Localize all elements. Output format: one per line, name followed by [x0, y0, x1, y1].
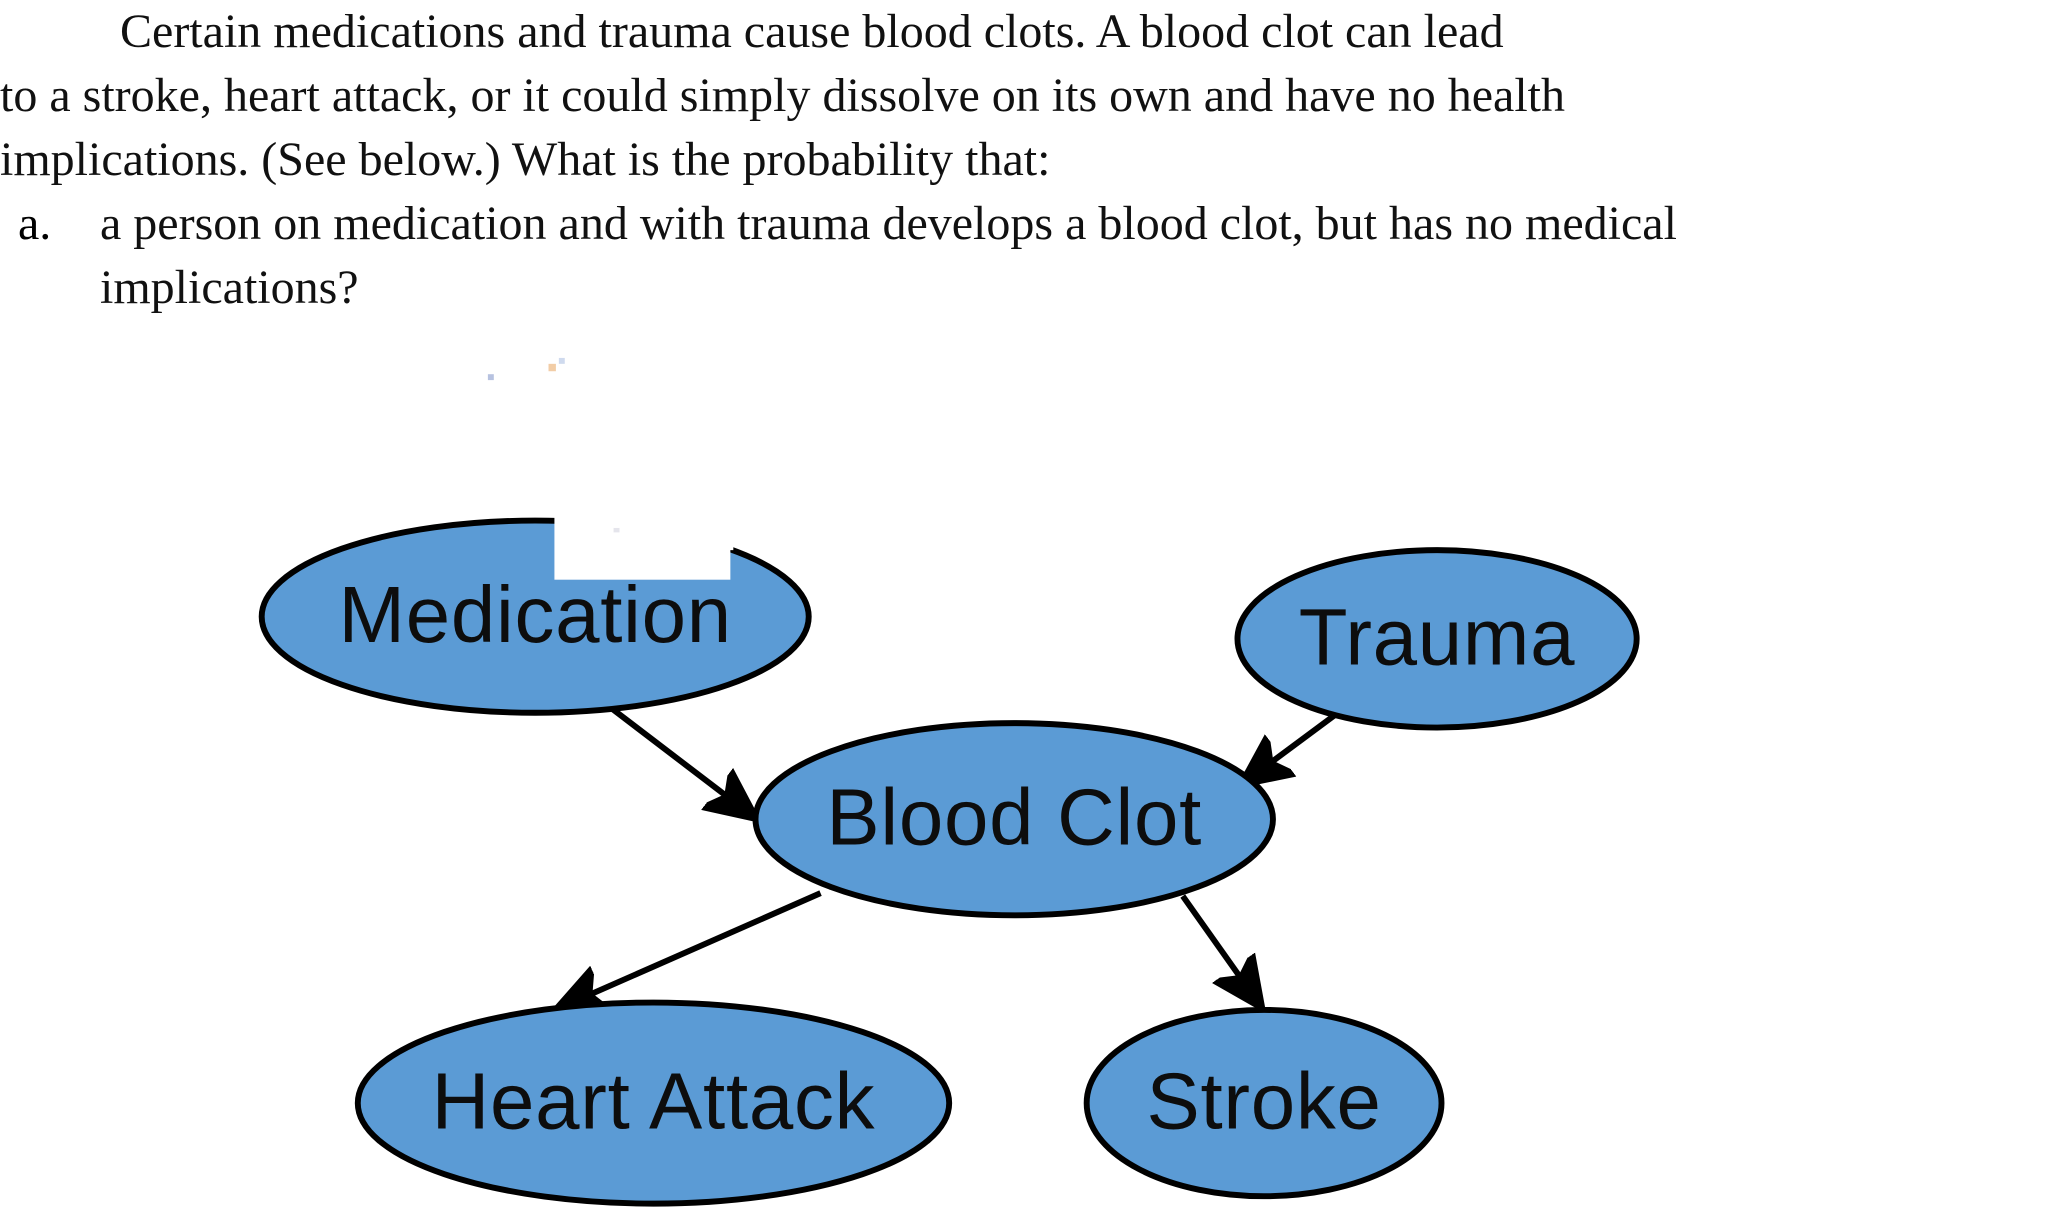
speck-3 [558, 357, 565, 364]
compression-specks [487, 357, 620, 533]
trauma-label: Trauma [1299, 592, 1576, 681]
blood-clot-label: Blood Clot [826, 773, 1202, 862]
heart-attack-ellipse[interactable] [354, 999, 953, 1207]
node-stroke[interactable]: Stroke [1083, 1006, 1445, 1200]
stroke-ellipse[interactable] [1083, 1006, 1445, 1200]
stroke-label: Stroke [1147, 1057, 1382, 1146]
list-item-line-1: a person on medication and with trauma d… [100, 197, 1677, 250]
white-rectangle-overlay-step [665, 511, 734, 551]
question-line-2: to a stroke, heart attack, or it could s… [0, 69, 1565, 122]
trauma-ellipse[interactable] [1234, 547, 1640, 731]
paragraph-indent [0, 5, 120, 58]
diagram-nodes: Medication Trauma Blood Clot Heart Attac… [258, 517, 1640, 1207]
question-line-1: Certain medications and trauma cause blo… [0, 0, 1960, 64]
speck-2 [548, 363, 556, 372]
node-trauma[interactable]: Trauma [1234, 547, 1640, 731]
edge-trauma-to-blood-clot [1246, 710, 1340, 781]
list-item-body: a person on medication and with trauma d… [0, 192, 1960, 320]
node-blood-clot[interactable]: Blood Clot [752, 720, 1276, 919]
list-item-marker: a. [18, 197, 52, 250]
speck-1 [487, 374, 494, 381]
medication-notch-artifact [554, 511, 734, 580]
list-item: a. a person on medication and with traum… [0, 192, 1960, 320]
diagram-canvas: Medication Trauma Blood Clot Heart Attac… [258, 357, 1640, 1207]
list-item-line-2: implications? [100, 261, 359, 314]
question-line-1-text: Certain medications and trauma cause blo… [120, 5, 1504, 58]
question-line-3: implications. (See below.) What is the p… [0, 133, 1051, 186]
edge-blood-clot-to-heart-attack [562, 890, 822, 1007]
edge-blood-clot-to-stroke [1180, 894, 1258, 1002]
blood-clot-causal-diagram: Medication Trauma Blood Clot Heart Attac… [0, 250, 2046, 1211]
medication-label: Medication [338, 570, 731, 659]
speck-4 [613, 527, 620, 533]
heart-attack-label: Heart Attack [432, 1057, 876, 1146]
question-text-block: Certain medications and trauma cause blo… [0, 0, 1960, 320]
blood-clot-ellipse[interactable] [752, 720, 1276, 919]
question-paragraph: Certain medications and trauma cause blo… [0, 0, 1960, 192]
node-heart-attack[interactable]: Heart Attack [354, 999, 953, 1207]
